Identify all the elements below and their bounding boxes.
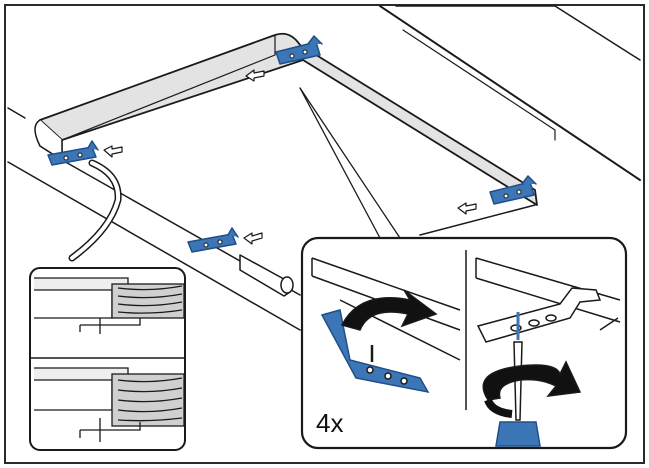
- leader-line-left: [299, 87, 381, 239]
- mounting-clip-icon: [476, 287, 602, 343]
- mounting-clip-icon: [320, 309, 430, 394]
- main-scene: [7, 5, 641, 331]
- count-label: 4x: [316, 408, 343, 438]
- worktop-edge-cut: [395, 5, 641, 61]
- section-view-bottom: [34, 367, 185, 442]
- push-arrow-icon: [243, 232, 263, 245]
- push-arrow-icon: [245, 69, 265, 82]
- section-inset: [29, 267, 186, 451]
- rotate-arrow-icon: [482, 360, 582, 401]
- detail-left: [311, 257, 461, 394]
- screwdriver-icon: [495, 341, 541, 447]
- hob-frame-corner: [34, 119, 63, 161]
- cutout-edge-right: [419, 204, 536, 236]
- power-cable-fill: [70, 161, 121, 260]
- worktop-edge-front: [7, 161, 301, 331]
- rotate-arrow-icon: [340, 289, 438, 331]
- mounting-clip-icon: [275, 35, 323, 65]
- push-arrow-icon: [457, 202, 477, 215]
- hob-frame-back-inner: [61, 34, 276, 141]
- section-view-top: [34, 277, 185, 334]
- worktop-edge-inner: [402, 29, 556, 141]
- detail-inset-frame: [300, 236, 628, 450]
- mounting-clip-icon: [489, 175, 537, 205]
- detail-inset: 4x: [300, 236, 628, 450]
- detail-right: [475, 257, 621, 447]
- cable-plug-end: [280, 276, 294, 294]
- worktop-edge-back: [379, 5, 641, 181]
- mounting-clip-icon: [47, 140, 99, 166]
- push-arrow-icon: [103, 145, 123, 158]
- leader-line-right: [299, 87, 401, 239]
- worktop-edge-left: [7, 107, 26, 119]
- mounting-clip-icon: [187, 227, 239, 253]
